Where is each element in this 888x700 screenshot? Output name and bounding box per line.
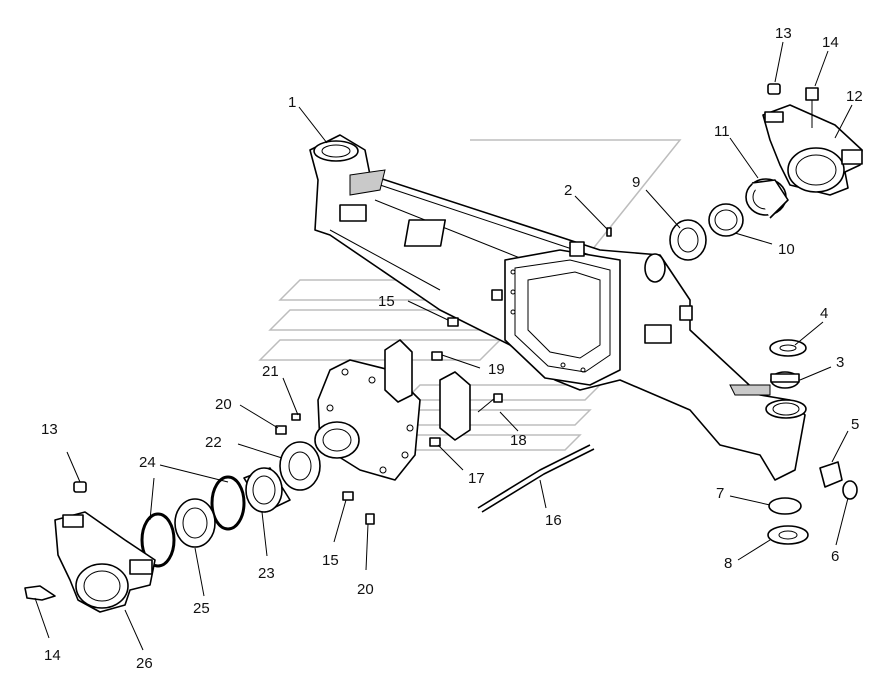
callout-8: 8 bbox=[724, 555, 732, 572]
callout-12: 12 bbox=[846, 88, 863, 105]
center-parts bbox=[275, 317, 595, 525]
callout-21: 21 bbox=[262, 363, 279, 380]
callout-19: 19 bbox=[488, 361, 505, 378]
callout-18: 18 bbox=[510, 432, 527, 449]
callout-11: 11 bbox=[714, 123, 730, 140]
callout-2: 2 bbox=[564, 182, 572, 199]
callout-14-right: 14 bbox=[822, 34, 839, 51]
callout-7: 7 bbox=[716, 485, 724, 502]
right-side-parts bbox=[606, 83, 863, 545]
callout-15-top: 15 bbox=[378, 293, 395, 310]
callout-4: 4 bbox=[820, 305, 828, 322]
callout-20-bottom: 20 bbox=[357, 581, 374, 598]
callout-1: 1 bbox=[288, 94, 296, 111]
callout-13-left: 13 bbox=[41, 421, 58, 438]
callout-6: 6 bbox=[831, 548, 839, 565]
callout-13-right: 13 bbox=[775, 25, 792, 42]
callout-16: 16 bbox=[545, 512, 562, 529]
callout-9: 9 bbox=[632, 174, 640, 191]
callout-3: 3 bbox=[836, 354, 844, 371]
callout-22: 22 bbox=[205, 434, 222, 451]
callout-15-bottom: 15 bbox=[322, 552, 339, 569]
callout-20-left: 20 bbox=[215, 396, 232, 413]
callout-labels: 1 2 3 4 5 6 7 8 9 10 11 12 13 14 15 16 1… bbox=[41, 25, 863, 672]
callout-17: 17 bbox=[468, 470, 485, 487]
leader-lines bbox=[34, 41, 853, 651]
watermark bbox=[258, 139, 682, 451]
callout-14-left: 14 bbox=[44, 647, 61, 664]
callout-26: 26 bbox=[136, 655, 153, 672]
callout-24: 24 bbox=[139, 454, 156, 471]
callout-23: 23 bbox=[258, 565, 275, 582]
axle-housing bbox=[309, 134, 807, 481]
callout-10: 10 bbox=[778, 241, 795, 258]
callout-25: 25 bbox=[193, 600, 210, 617]
callout-5: 5 bbox=[851, 416, 859, 433]
left-side-parts bbox=[24, 441, 321, 613]
